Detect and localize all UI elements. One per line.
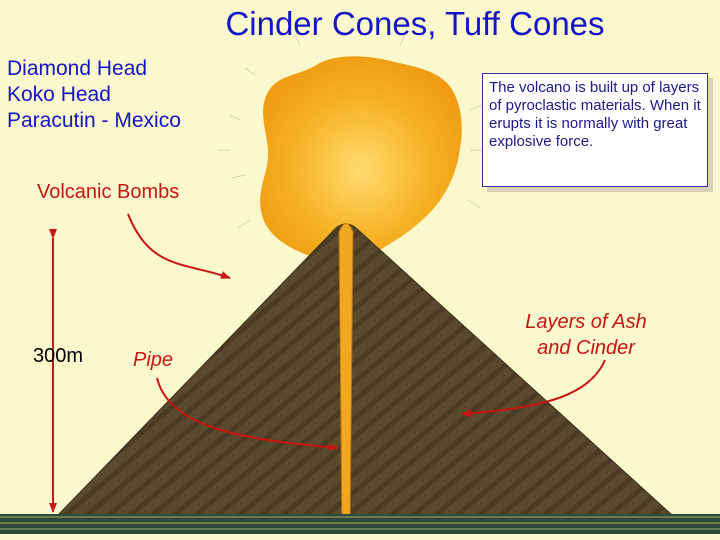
example-list: Diamond Head Koko Head Paracutin - Mexic…	[7, 56, 181, 134]
page-title: Cinder Cones, Tuff Cones	[225, 5, 605, 42]
example-item: Diamond Head	[7, 57, 148, 80]
layers-label: Layers of Ash and Cinder	[496, 309, 676, 361]
example-item: Koko Head	[7, 83, 111, 106]
volcano-pipe	[338, 223, 354, 533]
height-label: 300m	[33, 345, 84, 367]
pipe-label: Pipe	[133, 349, 174, 371]
ground-layer	[0, 514, 720, 534]
pipe-arrow	[156, 377, 339, 452]
volcanic-bombs-label: Volcanic Bombs	[37, 181, 180, 203]
layers-label-line2: and Cinder	[537, 337, 635, 359]
info-box: The volcano is built up of layers of pyr…	[482, 73, 708, 187]
layers-arrow	[461, 359, 606, 418]
layers-label-line1: Layers of Ash	[525, 311, 647, 333]
example-item: Paracutin - Mexico	[7, 109, 181, 132]
bombs-arrow	[127, 213, 231, 279]
eruption-plume	[260, 56, 462, 262]
spatter-lines	[218, 34, 483, 229]
